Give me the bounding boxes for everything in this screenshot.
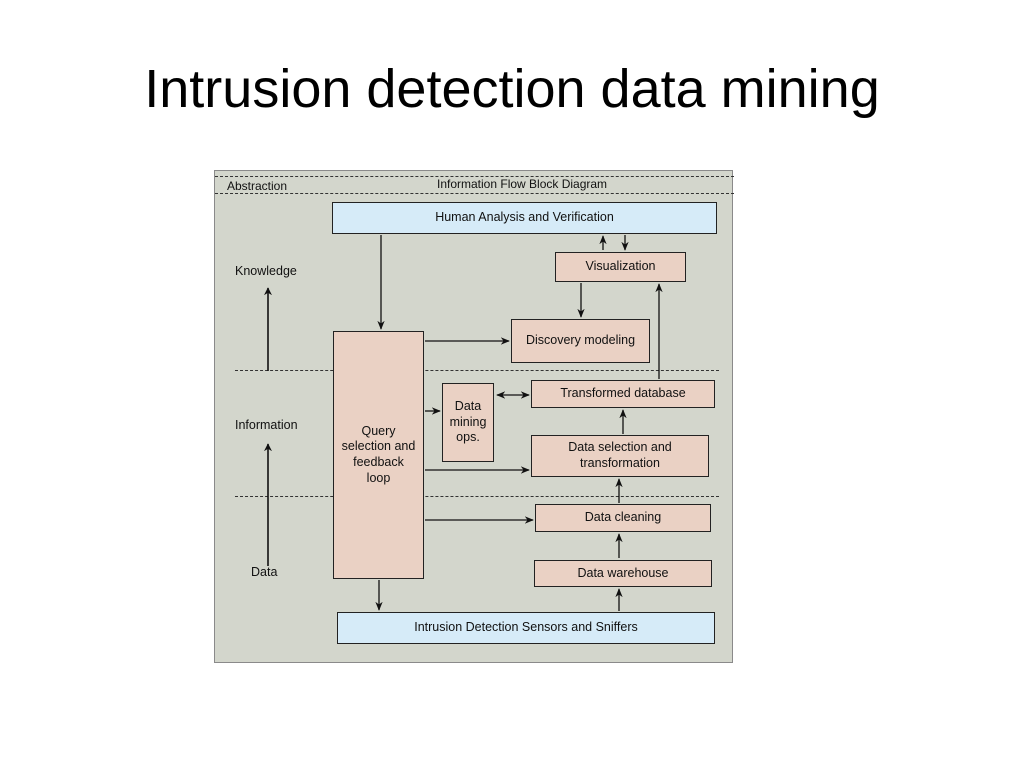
slide-title: Intrusion detection data mining bbox=[144, 59, 880, 119]
flow-arrows bbox=[264, 235, 663, 611]
sensors-box: Intrusion Detection Sensors and Sniffers bbox=[337, 612, 715, 644]
abstraction-header: Abstraction bbox=[227, 179, 288, 193]
transformed-database-box: Transformed database bbox=[531, 380, 715, 408]
level-knowledge: Knowledge bbox=[235, 264, 297, 278]
query-loop-box: Query selection and feedback loop bbox=[333, 331, 424, 579]
knowledge-information-divider bbox=[235, 370, 719, 371]
information-data-divider bbox=[235, 496, 719, 497]
data-mining-ops-box: Data mining ops. bbox=[442, 383, 494, 462]
information-flow-diagram: Abstraction Information Flow Block Diagr… bbox=[214, 170, 734, 663]
data-warehouse-box: Data warehouse bbox=[534, 560, 712, 587]
human-analysis-box: Human Analysis and Verification bbox=[332, 202, 717, 234]
discovery-modeling-box: Discovery modeling bbox=[511, 319, 650, 363]
level-data: Data bbox=[251, 565, 278, 579]
data-selection-box: Data selection and transformation bbox=[531, 435, 709, 477]
header-top-divider bbox=[215, 176, 734, 177]
level-information: Information bbox=[235, 418, 298, 432]
visualization-box: Visualization bbox=[555, 252, 686, 282]
header-bottom-divider bbox=[215, 193, 734, 194]
diagram-header: Information Flow Block Diagram bbox=[437, 177, 608, 191]
data-cleaning-box: Data cleaning bbox=[535, 504, 711, 532]
